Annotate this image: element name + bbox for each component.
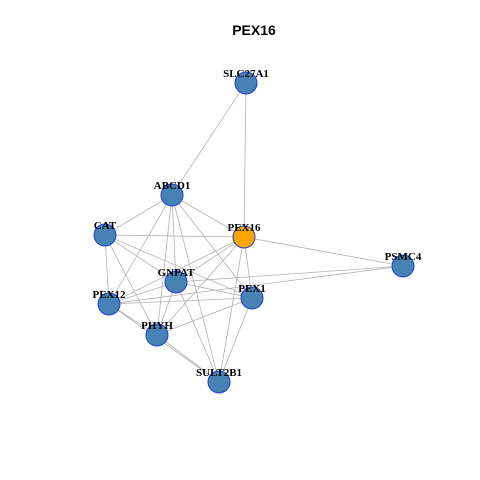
edge-cat-pex12 bbox=[104, 234, 110, 305]
edge-pex1-phyh bbox=[156, 297, 253, 336]
node-label-slc27a1: SLC27A1 bbox=[223, 68, 269, 80]
node-label-abcd1: ABCD1 bbox=[154, 180, 191, 192]
node-label-sult2b1: SULT2B1 bbox=[196, 367, 242, 379]
edge-pex16-cat bbox=[104, 234, 245, 238]
node-label-phyh: PHYH bbox=[141, 320, 173, 332]
node-psmc4[interactable] bbox=[391, 254, 415, 278]
node-slc27a1[interactable] bbox=[234, 71, 258, 95]
edge-pex16-phyh bbox=[156, 236, 245, 336]
edge-abcd1-cat bbox=[104, 194, 173, 236]
edge-slc27a1-pex16 bbox=[243, 82, 247, 238]
edge-abcd1-pex16 bbox=[171, 194, 245, 238]
node-label-pex12: PEX12 bbox=[93, 289, 127, 301]
node-label-cat: CAT bbox=[94, 220, 117, 232]
edge-cat-phyh bbox=[104, 234, 158, 336]
node-phyh[interactable] bbox=[145, 323, 169, 347]
edge-pex16-psmc4 bbox=[243, 236, 404, 267]
edge-pex16-pex12 bbox=[108, 236, 245, 305]
node-abcd1[interactable] bbox=[160, 183, 184, 207]
edge-gnpat-sult2b1 bbox=[175, 281, 220, 383]
node-gnpat[interactable] bbox=[164, 270, 188, 294]
edge-abcd1-sult2b1 bbox=[171, 194, 220, 383]
edge-cat-gnpat bbox=[104, 234, 177, 283]
edge-slc27a1-abcd1 bbox=[171, 82, 247, 196]
node-label-pex1: PEX1 bbox=[238, 283, 266, 295]
edge-abcd1-pex12 bbox=[108, 194, 173, 305]
edge-cat-pex1 bbox=[104, 234, 253, 299]
edge-abcd1-gnpat bbox=[171, 194, 177, 283]
node-layer bbox=[93, 71, 415, 394]
edge-pex1-pex12 bbox=[108, 297, 253, 305]
node-sult2b1[interactable] bbox=[207, 370, 231, 394]
node-pex12[interactable] bbox=[97, 292, 121, 316]
node-pex16[interactable] bbox=[232, 225, 256, 249]
node-pex1[interactable] bbox=[240, 286, 264, 310]
edge-abcd1-pex1 bbox=[171, 194, 253, 299]
node-cat[interactable] bbox=[93, 223, 117, 247]
edge-gnpat-pex12 bbox=[108, 281, 177, 305]
node-label-psmc4: PSMC4 bbox=[385, 251, 422, 263]
node-label-pex16: PEX16 bbox=[228, 222, 262, 234]
edge-pex16-sult2b1 bbox=[218, 236, 245, 383]
edge-psmc4-gnpat bbox=[175, 265, 404, 283]
node-label-gnpat: GNPAT bbox=[158, 267, 196, 279]
edge-phyh-sult2b1 bbox=[156, 334, 220, 383]
edge-pex16-gnpat bbox=[175, 236, 245, 283]
edge-psmc4-pex12 bbox=[108, 265, 404, 305]
graph-title: PEX16 bbox=[232, 22, 276, 38]
edge-abcd1-phyh bbox=[156, 194, 173, 336]
edge-gnpat-pex1 bbox=[175, 281, 253, 299]
edge-pex1-sult2b1 bbox=[218, 297, 253, 383]
